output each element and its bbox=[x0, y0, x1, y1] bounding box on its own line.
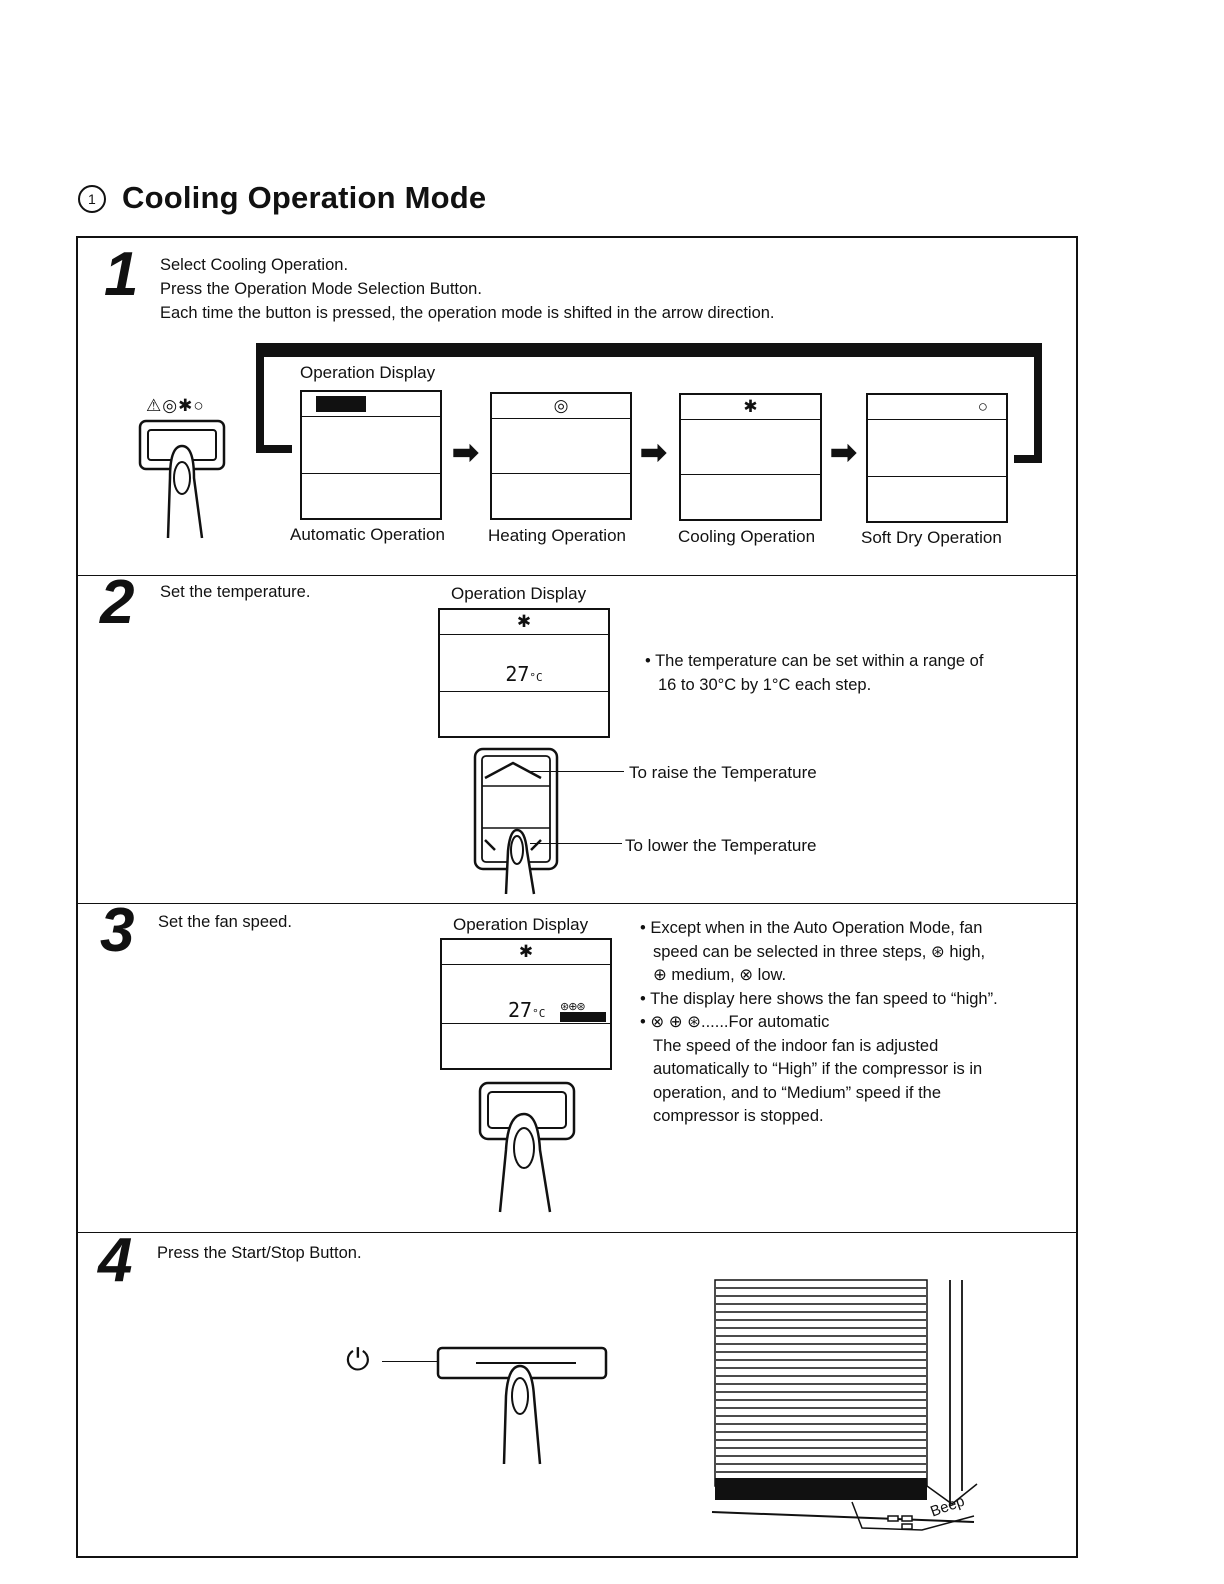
mode-selection-button[interactable] bbox=[130, 418, 240, 543]
step3-note-line: ⊕ medium, ⊗ low. bbox=[653, 966, 787, 984]
mode-loop-right-foot bbox=[1014, 455, 1042, 463]
arrow-icon: ➡ bbox=[830, 434, 857, 470]
mode-label-automatic: Automatic Operation bbox=[290, 525, 445, 544]
step3-note-line: operation, and to “Medium” speed if the bbox=[653, 1083, 942, 1102]
step3-note-line: • ⊗ ⊕ ⊛......For automatic bbox=[640, 1013, 830, 1031]
lower-temp-label: To lower the Temperature bbox=[625, 836, 817, 855]
step2-note-line: 16 to 30°C by 1°C each step. bbox=[658, 675, 872, 694]
step1-line: Each time the button is pressed, the ope… bbox=[160, 304, 775, 322]
temperature-buttons bbox=[473, 747, 559, 895]
step1-line: Select Cooling Operation. bbox=[160, 256, 349, 274]
step1-number: 1 bbox=[104, 240, 139, 309]
step2-display-readout: 27°C bbox=[440, 662, 608, 686]
step4-number: 4 bbox=[98, 1226, 133, 1295]
step2-note-line: • The temperature can be set within a ra… bbox=[645, 652, 984, 670]
leader-line bbox=[382, 1361, 440, 1362]
leader-line bbox=[528, 771, 624, 772]
mode-loop-right-bar bbox=[1034, 343, 1042, 463]
auto-indicator-block bbox=[316, 396, 366, 412]
display-automatic-header bbox=[302, 392, 440, 417]
divider-step2 bbox=[76, 575, 1078, 576]
step2-note: • The temperature can be set within a ra… bbox=[645, 650, 983, 697]
raise-temp-label: To raise the Temperature bbox=[629, 763, 817, 782]
display-cooling: ✱ bbox=[679, 393, 822, 521]
divider-step3 bbox=[76, 903, 1078, 904]
step3-unit: °C bbox=[532, 1007, 546, 1020]
arrow-icon: ➡ bbox=[640, 434, 667, 470]
step2-display-icon: ✱ bbox=[440, 610, 608, 635]
instruction-frame bbox=[76, 236, 1078, 1558]
mode-icons: ⚠◎✱○ bbox=[146, 396, 205, 415]
display-automatic bbox=[300, 390, 442, 520]
arrow-icon: ➡ bbox=[452, 434, 479, 470]
step3-temp: 27 bbox=[508, 998, 533, 1022]
step3-note-line: The speed of the indoor fan is adjusted bbox=[653, 1036, 939, 1055]
step3-instruction: Set the fan speed. bbox=[158, 913, 292, 931]
divider-step4 bbox=[76, 1232, 1078, 1233]
display-cooling-icon: ✱ bbox=[681, 395, 820, 420]
step2-display: ✱ 27°C bbox=[438, 608, 610, 738]
display-soft-dry: ○ bbox=[866, 393, 1008, 523]
display-heating-icon: ◎ bbox=[492, 394, 630, 419]
step3-note-line: • Except when in the Auto Operation Mode… bbox=[640, 919, 983, 937]
mode-loop-left-bar bbox=[256, 343, 264, 453]
mode-label-heating: Heating Operation bbox=[488, 526, 626, 545]
step4-instruction: Press the Start/Stop Button. bbox=[157, 1244, 362, 1262]
step1-line: Press the Operation Mode Selection Butto… bbox=[160, 280, 482, 298]
page-title-text: Cooling Operation Mode bbox=[122, 180, 487, 215]
step2-display-label: Operation Display bbox=[451, 584, 587, 603]
temp-down-button[interactable] bbox=[483, 836, 543, 858]
step-circle-symbol: 1 bbox=[78, 185, 106, 213]
indoor-unit-illustration bbox=[711, 1279, 978, 1531]
page-title: 1 Cooling Operation Mode bbox=[78, 180, 486, 216]
temp-up-button[interactable] bbox=[483, 760, 543, 782]
mode-loop-top-bar bbox=[256, 343, 1042, 357]
step3-note-line: • The display here shows the fan speed t… bbox=[640, 989, 998, 1008]
power-icon: ⏻ bbox=[346, 1344, 370, 1377]
display-heating: ◎ bbox=[490, 392, 632, 520]
step3-number: 3 bbox=[100, 896, 135, 965]
step3-display-icon: ✱ bbox=[442, 940, 610, 965]
mode-loop-left-foot bbox=[256, 445, 292, 453]
step3-note-line: speed can be selected in three steps, ⊛ … bbox=[653, 942, 986, 961]
step3-notes: • Except when in the Auto Operation Mode… bbox=[640, 917, 998, 1129]
step3-note-line: compressor is stopped. bbox=[653, 1107, 824, 1125]
display-soft-dry-icon: ○ bbox=[868, 395, 1006, 420]
step1-display-label: Operation Display bbox=[300, 363, 436, 382]
step3-display: ✱ 27°C ⊛⊕⊛ bbox=[440, 938, 612, 1070]
mode-label-cooling: Cooling Operation bbox=[678, 527, 816, 546]
step1-text: Select Cooling Operation. Press the Oper… bbox=[160, 253, 775, 325]
step3-note-line: automatically to “High” if the compresso… bbox=[653, 1060, 983, 1078]
mode-label-soft-dry: Soft Dry Operation bbox=[861, 528, 1002, 547]
step2-temp: 27 bbox=[505, 662, 530, 686]
fan-speed-indicator: ⊛⊕⊛ bbox=[560, 1000, 606, 1022]
step3-display-label: Operation Display bbox=[453, 915, 589, 934]
fan-speed-bar bbox=[560, 1012, 606, 1022]
step2-number: 2 bbox=[100, 568, 135, 637]
step2-instruction: Set the temperature. bbox=[160, 583, 311, 601]
step2-unit: °C bbox=[529, 671, 543, 684]
start-stop-button[interactable] bbox=[436, 1346, 611, 1466]
fan-icons: ⊛⊕⊛ bbox=[560, 1001, 586, 1013]
fan-speed-button[interactable] bbox=[472, 1080, 582, 1215]
step3-display-readout: 27°C bbox=[508, 998, 545, 1022]
leader-line bbox=[530, 843, 622, 844]
